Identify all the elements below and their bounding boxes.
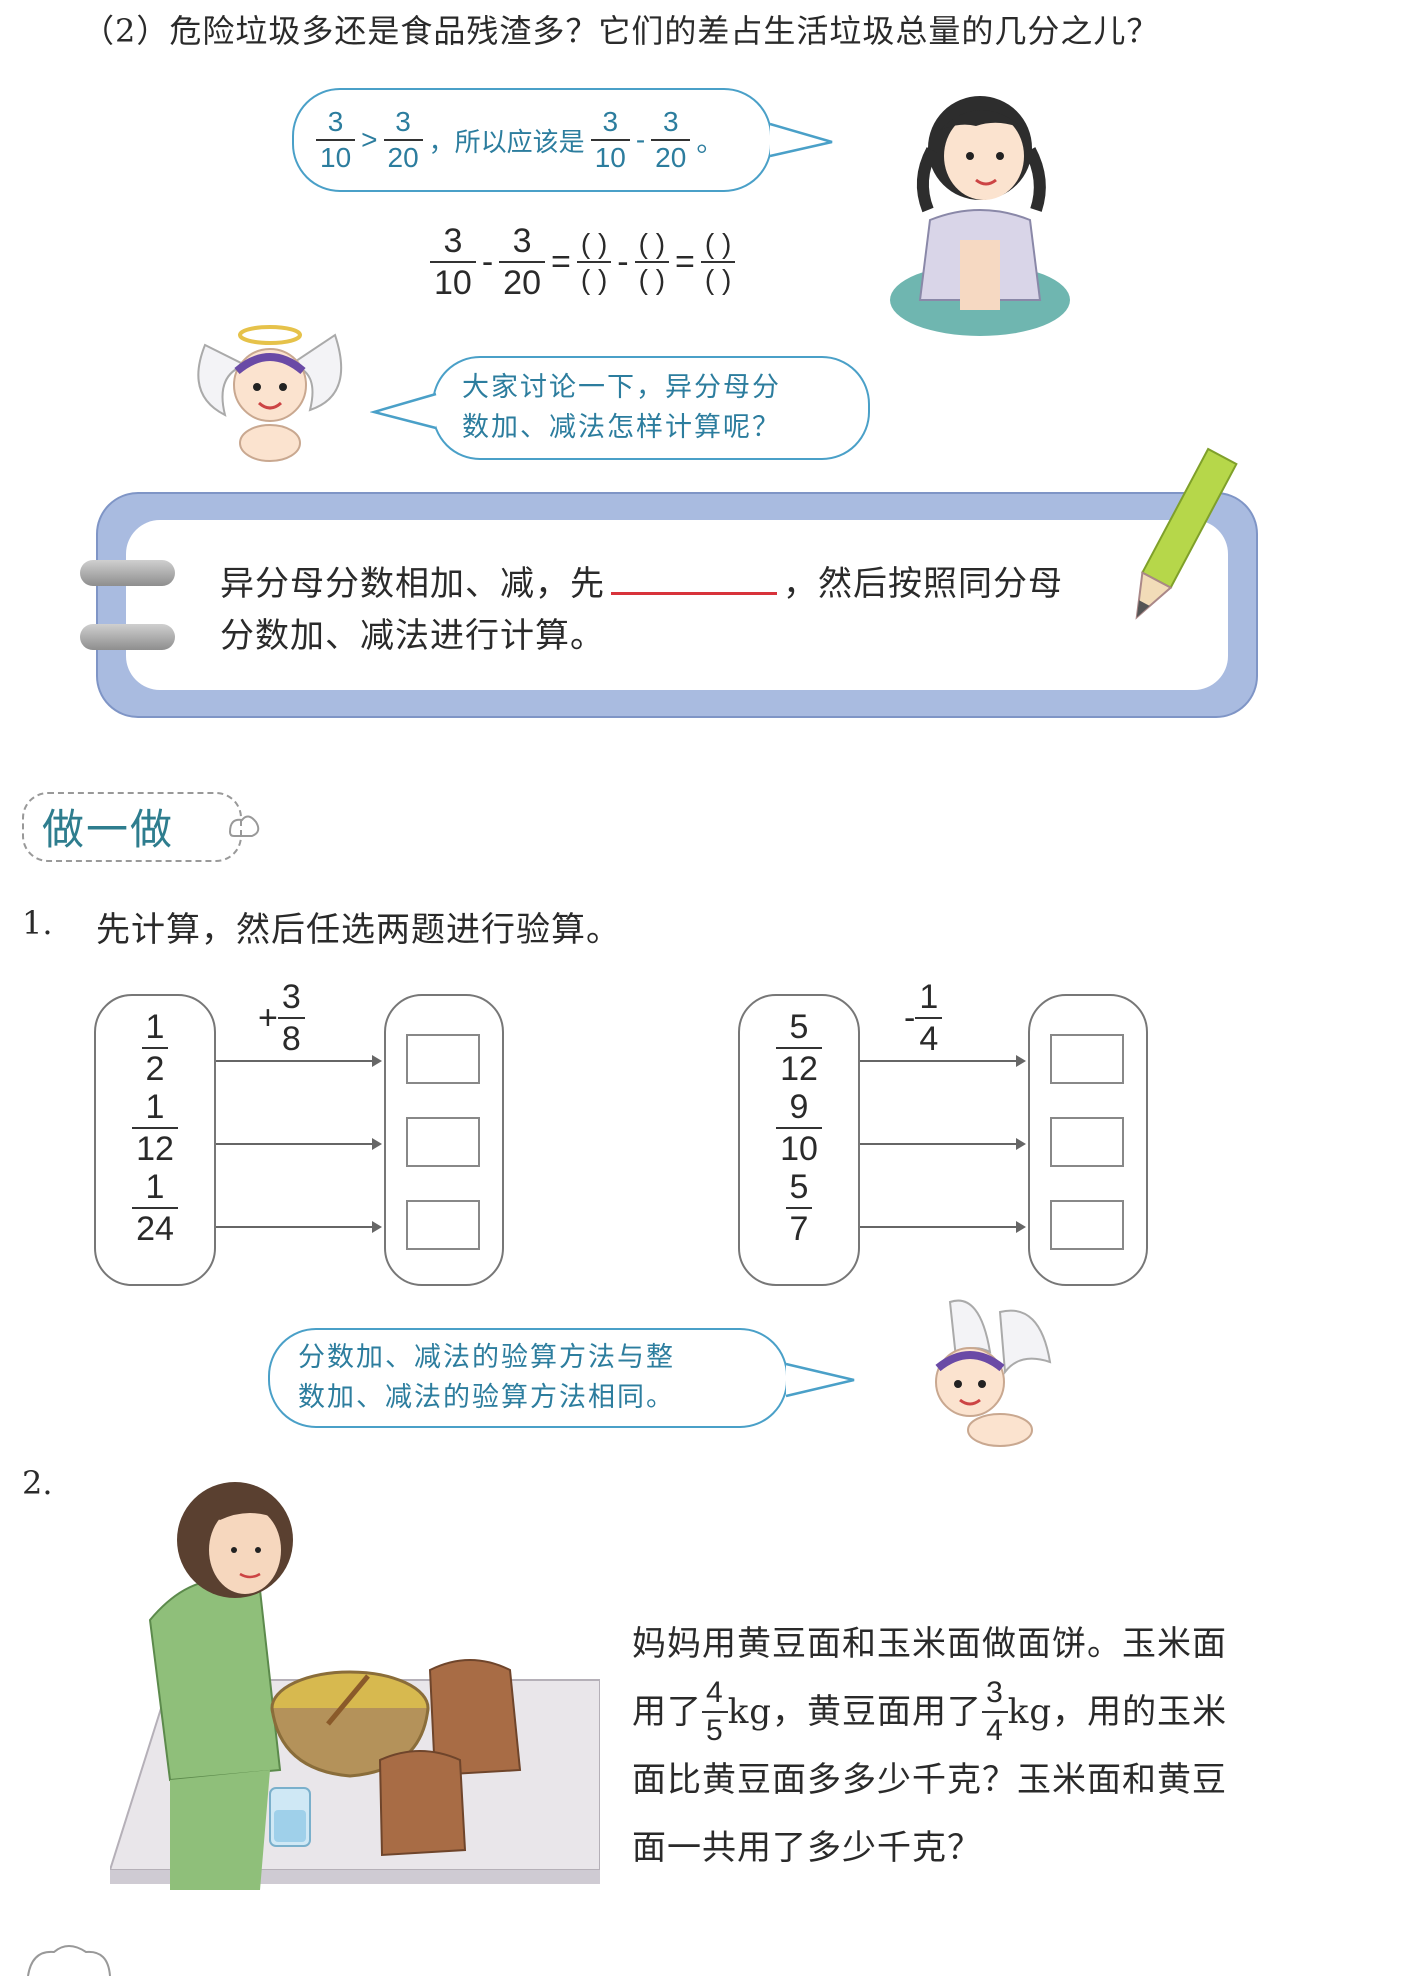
equals-sign: = [675,242,695,281]
bubble-period: 。 [696,125,725,158]
plus-sign: + [258,998,278,1037]
bubble-text: 分数加、减法的验算方法与整 数加、减法的验算方法相同。 [298,1342,675,1413]
cloud-icon [27,1945,111,1976]
minus-sign: - [617,242,629,281]
greater-than-sign: > [361,124,378,155]
exercise-1-number: 1. [22,904,53,942]
answer-box[interactable] [406,1034,480,1084]
girl-illustration [890,96,1070,336]
answer-box[interactable] [1050,1034,1124,1084]
minus-sign: - [635,124,646,155]
arrow [860,1138,1026,1150]
arrow [216,1055,382,1067]
blank-fraction[interactable]: ( )( ) [576,230,612,294]
mother-cooking-illustration [110,1482,600,1890]
arrow [860,1055,1026,1067]
binder-ring [80,560,175,586]
minus-sign: - [904,998,916,1037]
answer-box[interactable] [406,1117,480,1167]
angel-illustration [197,325,343,462]
angel-illustration [935,1299,1052,1447]
exercise-2-number: 2. [22,1464,53,1502]
rule-text: 异分母分数相加、减，先，然后按照同分母 分数加、减法进行计算。 [220,558,1063,662]
equals-sign: = [550,242,571,281]
arrow [216,1221,382,1233]
answer-box[interactable] [1050,1200,1124,1250]
question-2-text: （2）危险垃圾多还是食品残渣多？它们的差占生活垃圾总量的几分之儿？ [82,12,1160,50]
binder-ring [80,624,175,650]
bubble-tail [769,122,833,158]
minus-sign: - [481,242,494,281]
fill-in-blank[interactable] [611,558,777,595]
blank-fraction[interactable]: ( )( ) [700,230,736,294]
arrow [216,1138,382,1150]
bubble-tail [370,392,437,430]
exercise-1-text: 先计算，然后任选两题进行验算。 [96,910,621,950]
section-title: 做一做 [42,805,175,854]
bubble-text: 大家讨论一下，异分母分 数加、减法怎样计算呢？ [462,372,781,443]
angel-speech-bubble: 分数加、减法的验算方法与整 数加、减法的验算方法相同。 [268,1328,788,1428]
bubble-text: ，所以应该是 [428,127,585,158]
angel-speech-bubble: 大家讨论一下，异分母分 数加、减法怎样计算呢？ [432,356,870,460]
answer-box[interactable] [1050,1117,1124,1167]
bubble-tail [785,1362,855,1398]
pencil-icon [1135,447,1238,620]
blank-fraction[interactable]: ( )( ) [634,230,670,294]
rule-box-inner [126,520,1228,690]
section-title-badge [22,792,242,862]
arrow [860,1221,1026,1233]
cloud-icon [228,815,260,837]
answer-box[interactable] [406,1200,480,1250]
